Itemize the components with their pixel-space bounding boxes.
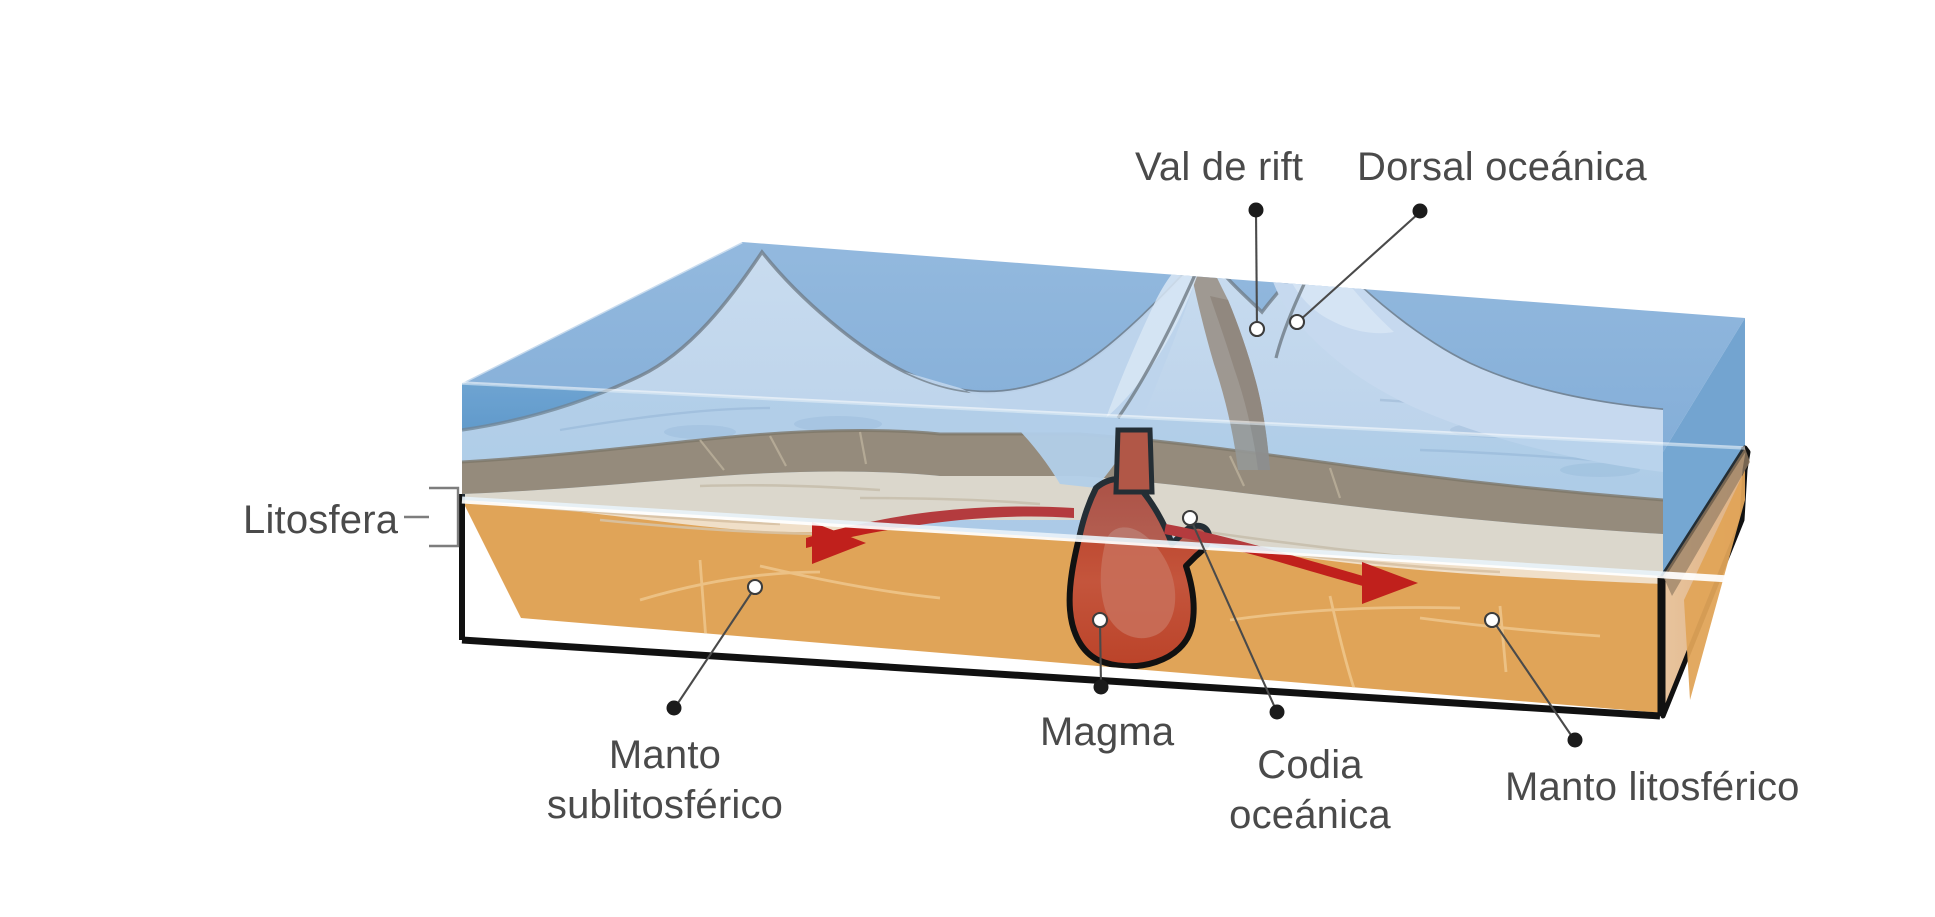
leader-manto-sublitosferico <box>666 578 764 716</box>
leader-dorsal-oceanica <box>1288 203 1428 331</box>
leader-codia-oceanica <box>1181 509 1285 720</box>
sublithospheric-mantle-layer <box>462 500 1663 713</box>
annotation-leaders <box>666 202 1583 748</box>
block-right-face-crust-band <box>1663 448 1750 596</box>
label-manto-sublitosferico-line2: sublitosférico <box>547 783 783 827</box>
label-codia-oceanica-line1: Codia <box>1257 743 1363 787</box>
leader-manto-litosferico <box>1483 611 1583 748</box>
block-interior <box>462 243 1664 713</box>
label-codia-oceanica-line2: oceánica <box>1229 793 1391 837</box>
sea-level-waterline <box>461 240 1746 584</box>
spreading-arrow-left <box>806 506 1074 564</box>
block-right-face-orange <box>1684 470 1745 700</box>
seafloor-crest-outline <box>462 243 1664 432</box>
label-magma: Magma <box>1040 710 1175 754</box>
magma-conduit <box>1113 427 1155 495</box>
magma-inner-glow <box>1100 527 1176 639</box>
label-dorsal-oceanica: Dorsal oceánica <box>1357 145 1647 189</box>
litosfera-bracket <box>404 486 460 548</box>
oceanic-crust-layer <box>462 430 1663 534</box>
sublithosphere-texture <box>639 559 1601 695</box>
crust-cracks <box>699 431 1342 499</box>
label-litosfera: Litosfera <box>243 498 399 542</box>
label-manto-litosferico: Manto litosférico <box>1505 765 1800 809</box>
label-manto-sublitosferico-line1: Manto <box>609 733 721 777</box>
leader-magma <box>1091 611 1109 695</box>
rift-valley-shadow <box>1210 296 1270 470</box>
ridge-right-flank <box>1268 246 1663 472</box>
ridge-left-highlight <box>1106 252 1205 418</box>
water-front-glass <box>462 383 1745 576</box>
label-val-de-rift: Val de rift <box>1135 145 1303 189</box>
leader-val-de-rift <box>1248 202 1266 338</box>
spreading-arrow-right <box>1164 524 1418 604</box>
block-bottom-front-edge <box>461 636 1661 720</box>
